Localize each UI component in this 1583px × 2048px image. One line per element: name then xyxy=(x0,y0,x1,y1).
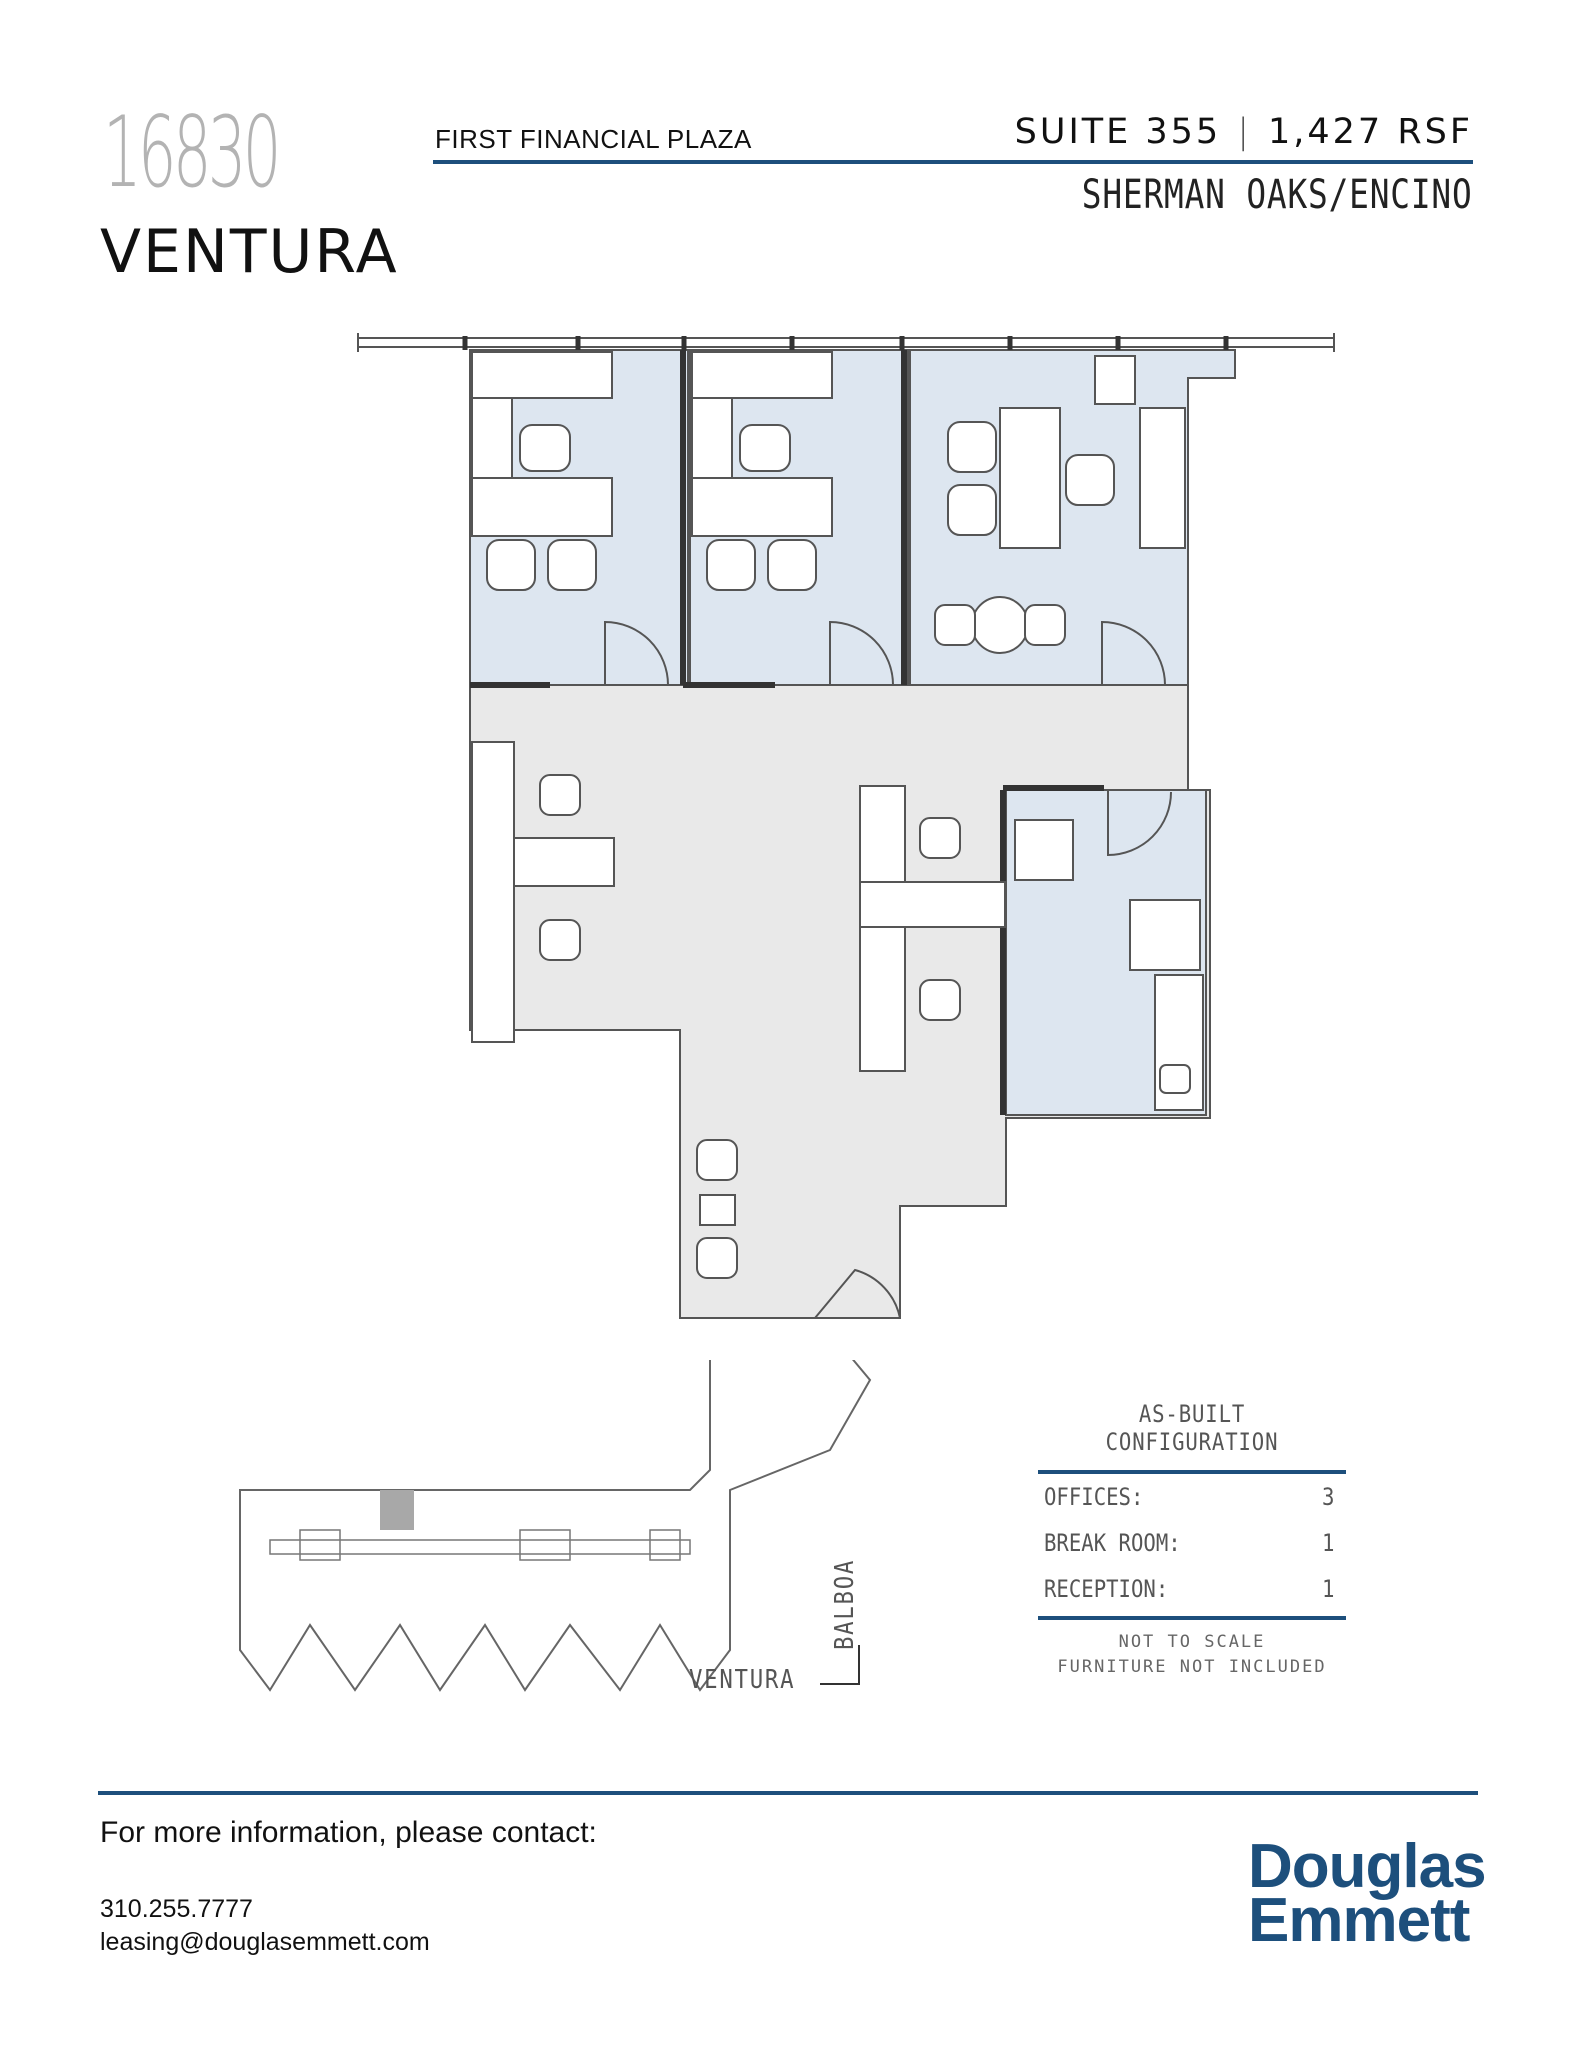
configuration-row: BREAK ROOM: 1 xyxy=(1038,1520,1346,1566)
contact-heading: For more information, please contact: xyxy=(100,1816,597,1849)
header-divider xyxy=(433,160,1473,164)
note-not-to-scale: NOT TO SCALE xyxy=(1118,1632,1266,1652)
key-plan xyxy=(239,1360,872,1692)
submarket: SHERMAN OAKS/ENCINO xyxy=(1082,172,1473,218)
street-label-balboa: BALBOA xyxy=(830,1558,860,1650)
config-value: 1 xyxy=(1321,1529,1334,1557)
building-number: 16830 xyxy=(103,96,281,210)
suite-highlight xyxy=(380,1490,414,1530)
street-label-ventura: VENTURA xyxy=(689,1665,796,1695)
suite-info: SUITE 355 | 1,427 RSF xyxy=(1015,112,1473,152)
contact-email[interactable]: leasing@douglasemmett.com xyxy=(100,1928,430,1956)
plaza-name: FIRST FINANCIAL PLAZA xyxy=(435,124,752,154)
configuration-row: OFFICES: 3 xyxy=(1038,1474,1346,1520)
suite-separator: | xyxy=(1237,112,1252,152)
suite-area: 1,427 RSF xyxy=(1268,112,1473,152)
configuration-title: AS-BUILT CONFIGURATION xyxy=(1105,1400,1279,1456)
north-corner-mark xyxy=(820,1645,860,1685)
config-label: RECEPTION: xyxy=(1044,1575,1169,1603)
douglas-emmett-logo: Douglas Emmett xyxy=(1248,1832,1487,1955)
note-furniture: FURNITURE NOT INCLUDED xyxy=(1057,1657,1327,1677)
config-label: OFFICES: xyxy=(1044,1483,1144,1511)
suite-number: SUITE 355 xyxy=(1014,112,1222,152)
logo-line-1: Douglas xyxy=(1248,1832,1487,1901)
logo-line-2: Emmett xyxy=(1248,1886,1470,1955)
contact-phone[interactable]: 310.255.7777 xyxy=(100,1895,253,1923)
configuration-table: AS-BUILT CONFIGURATION OFFICES: 3 BREAK … xyxy=(1038,1400,1346,1680)
floor-plan xyxy=(357,333,1335,1319)
building-street: VENTURA xyxy=(100,217,399,287)
footer-divider xyxy=(98,1791,1478,1795)
configuration-row: RECEPTION: 1 xyxy=(1038,1566,1346,1612)
configuration-notes: NOT TO SCALE FURNITURE NOT INCLUDED xyxy=(1038,1630,1346,1680)
config-value: 1 xyxy=(1321,1575,1334,1603)
configuration-top-rule xyxy=(1038,1470,1346,1474)
configuration-bottom-rule xyxy=(1038,1616,1346,1620)
config-value: 3 xyxy=(1321,1483,1334,1511)
building-outline xyxy=(239,1360,872,1692)
config-label: BREAK ROOM: xyxy=(1044,1529,1181,1557)
